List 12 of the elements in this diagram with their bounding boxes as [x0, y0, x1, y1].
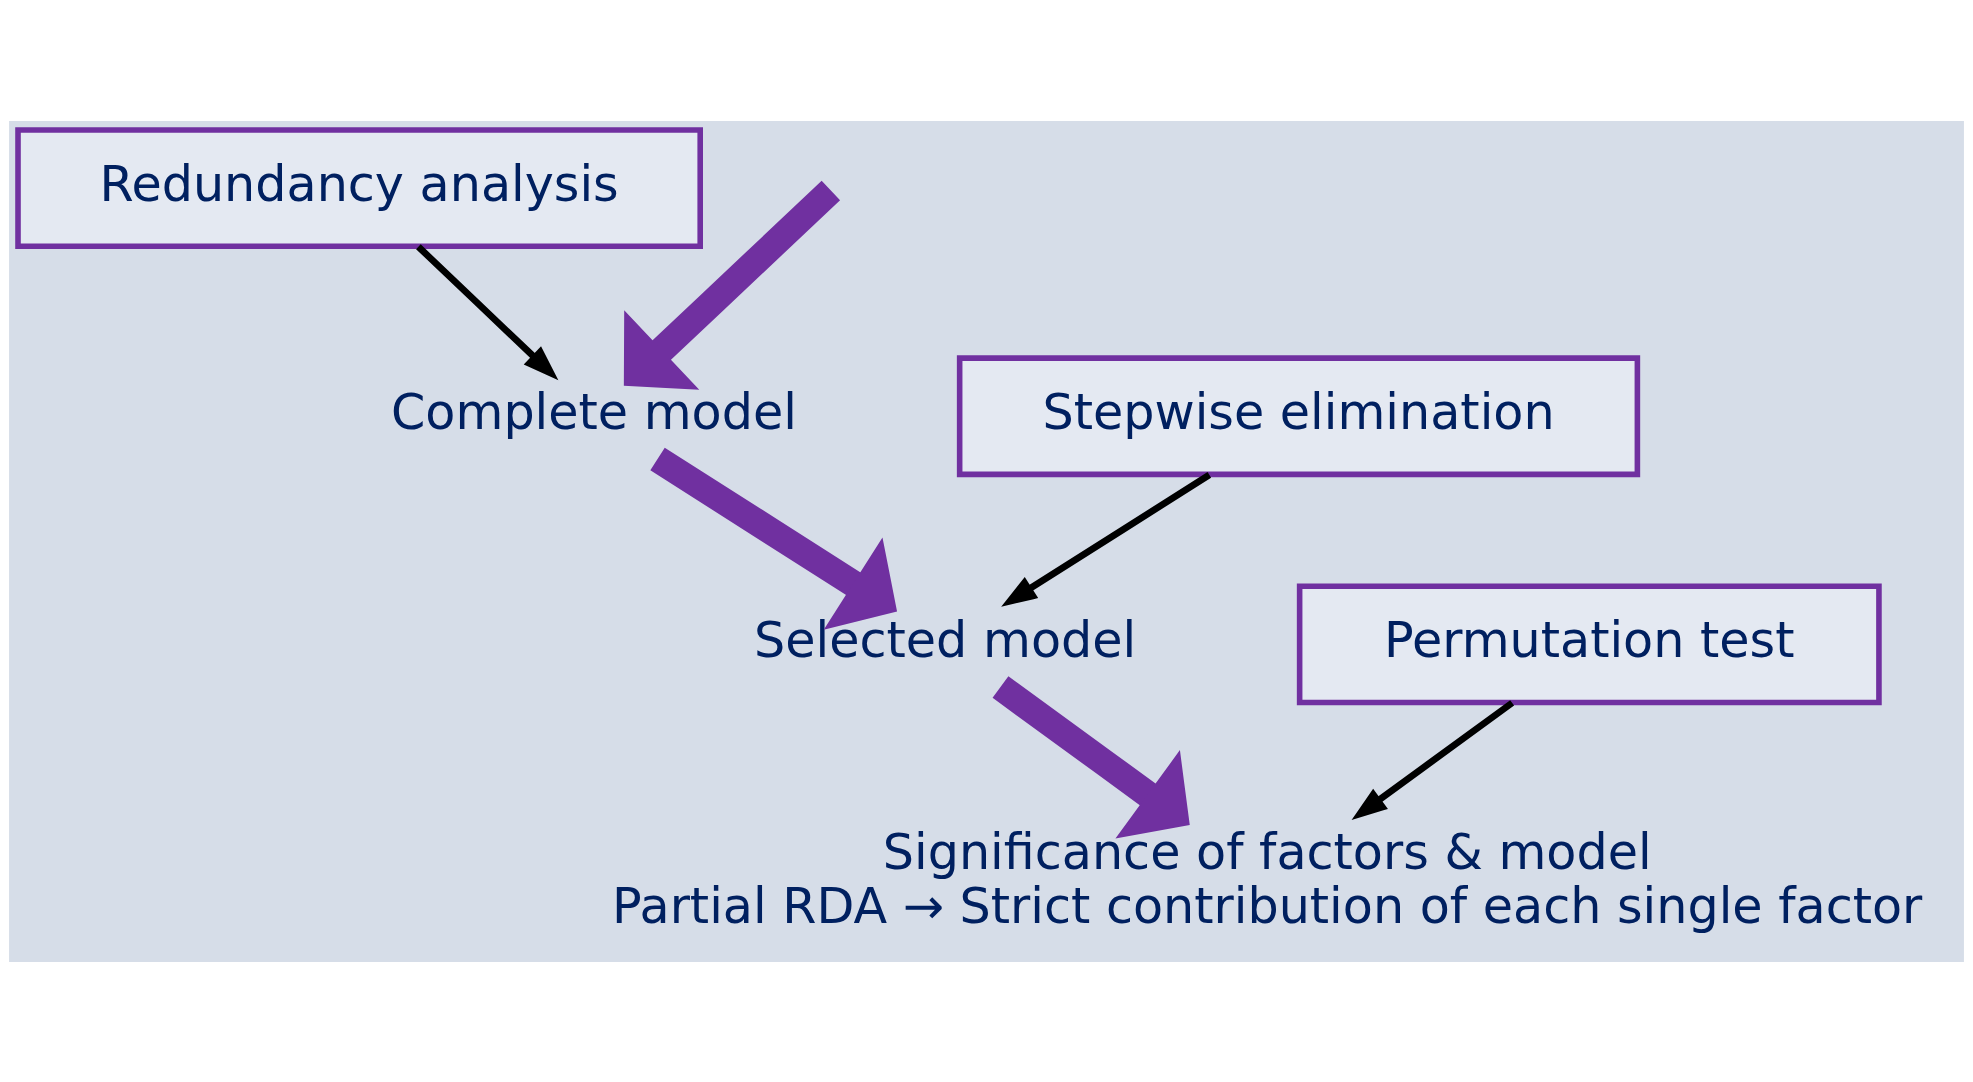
node-box: Permutation test	[1296, 582, 1882, 705]
node-box: Redundancy analysis	[15, 126, 703, 249]
node-text: Significance of factors & model Partial RDA → Strict contribution of each single factor	[612, 822, 1923, 935]
node-text: Selected model	[754, 610, 1137, 669]
arrow	[1351, 699, 1515, 820]
arrow	[623, 180, 841, 390]
arrow	[650, 447, 898, 630]
node-box: Stepwise elimination	[956, 354, 1641, 477]
node-text: Complete model	[391, 382, 797, 441]
arrow	[1001, 471, 1212, 607]
arrow	[416, 243, 559, 380]
arrow	[992, 675, 1190, 839]
